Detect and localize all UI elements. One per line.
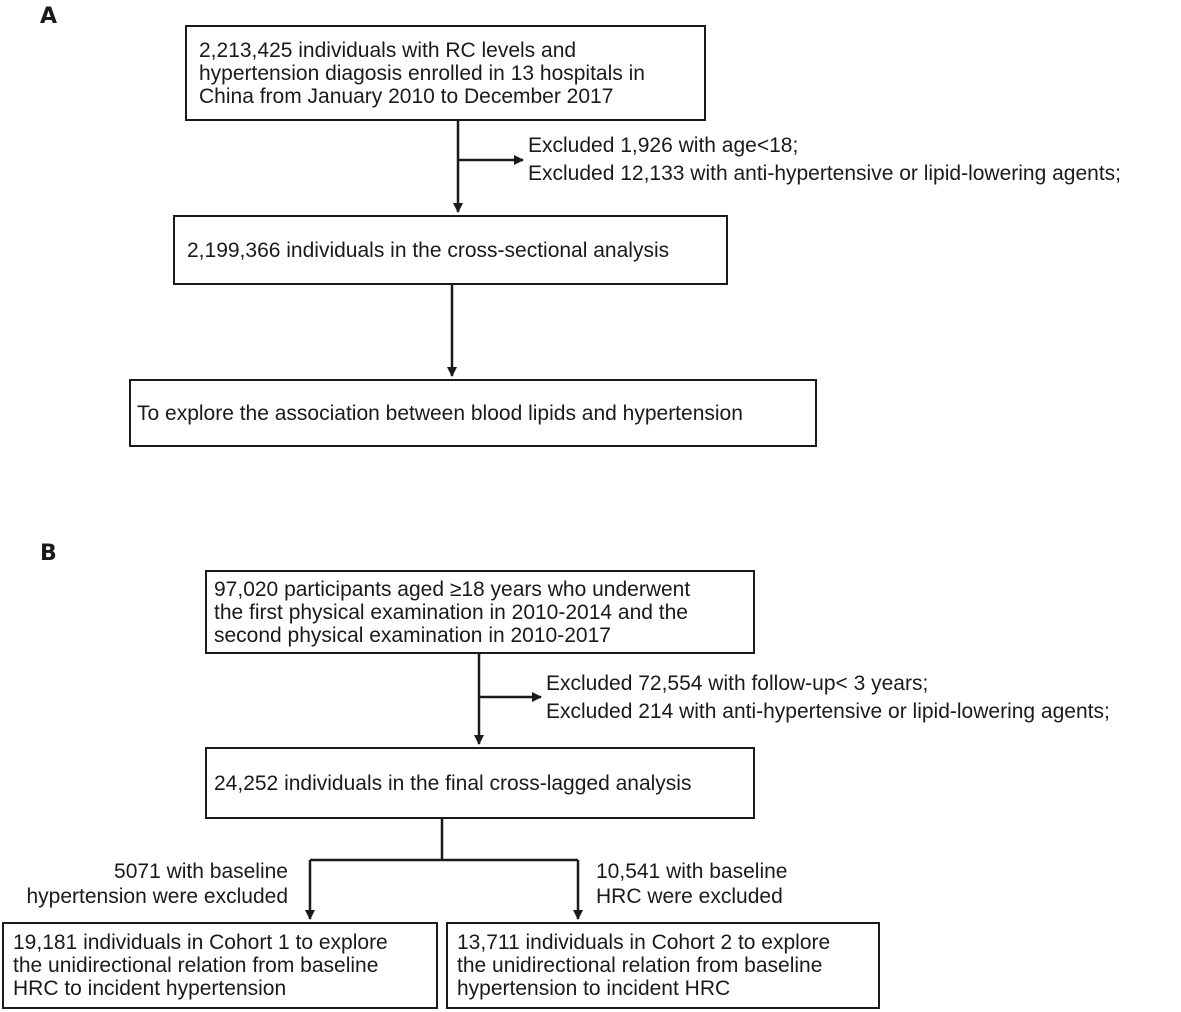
- box-explore-association: To explore the association between blood…: [129, 379, 817, 447]
- box-cohort-1: 19,181 individuals in Cohort 1 to explor…: [2, 922, 438, 1009]
- panel-b-letter: B: [40, 541, 57, 566]
- box-explore-text: To explore the association between blood…: [137, 401, 743, 425]
- box-enrolled-line-2: hypertension diagosis enrolled in 13 hos…: [199, 61, 645, 85]
- left-exclusion-note: 5071 with baseline hypertension were exc…: [0, 859, 289, 909]
- box-participants: 97,020 participants aged ≥18 years who u…: [205, 570, 755, 654]
- box-cohort-2-line-1: 13,711 individuals in Cohort 2 to explor…: [457, 931, 831, 954]
- box-cohort-2-line-2: the unidirectional relation from baselin…: [457, 954, 823, 977]
- box-cross-lagged: 24,252 individuals in the final cross-la…: [205, 747, 755, 819]
- box-participants-line-1: 97,020 participants aged ≥18 years who u…: [214, 577, 691, 601]
- box-cohort-1-line-3: HRC to incident hypertension: [13, 977, 287, 1000]
- box-cross-sectional-text: 2,199,366 individuals in the cross-secti…: [187, 238, 670, 262]
- box-cross-sectional: 2,199,366 individuals in the cross-secti…: [173, 215, 728, 285]
- box-participants-line-2: the first physical examination in 2010-2…: [214, 600, 688, 624]
- exclusion-note-b: Excluded 72,554 with follow-up< 3 years;…: [546, 670, 1110, 726]
- box-cross-lagged-text: 24,252 individuals in the final cross-la…: [214, 771, 692, 795]
- box-cohort-2-line-3: hypertension to incident HRC: [457, 977, 731, 1000]
- right-exclusion-note: 10,541 with baseline HRC were excluded: [596, 859, 787, 909]
- box-participants-line-3: second physical examination in 2010-2017: [214, 623, 611, 647]
- box-cohort-2: 13,711 individuals in Cohort 2 to explor…: [446, 922, 880, 1009]
- left-exclusion-line-2: hypertension were excluded: [26, 885, 289, 908]
- left-exclusion-line-1: 5071 with baseline: [114, 860, 288, 883]
- exclusion-a-line-1: Excluded 1,926 with age<18;: [528, 134, 799, 157]
- box-enrolled: 2,213,425 individuals with RC levels and…: [185, 25, 706, 121]
- box-enrolled-line-1: 2,213,425 individuals with RC levels and: [199, 38, 577, 62]
- right-exclusion-line-1: 10,541 with baseline: [596, 860, 788, 883]
- right-exclusion-line-2: HRC were excluded: [596, 885, 783, 908]
- box-enrolled-line-3: China from January 2010 to December 2017: [199, 84, 614, 108]
- exclusion-note-a: Excluded 1,926 with age<18; Excluded 12,…: [528, 132, 1121, 188]
- exclusion-a-line-2: Excluded 12,133 with anti-hypertensive o…: [528, 162, 1122, 185]
- box-cohort-1-line-2: the unidirectional relation from baselin…: [13, 954, 379, 977]
- exclusion-b-line-1: Excluded 72,554 with follow-up< 3 years;: [546, 672, 929, 695]
- exclusion-b-line-2: Excluded 214 with anti-hypertensive or l…: [546, 700, 1110, 723]
- panel-a-letter: A: [40, 4, 58, 29]
- box-cohort-1-line-1: 19,181 individuals in Cohort 1 to explor…: [13, 931, 388, 954]
